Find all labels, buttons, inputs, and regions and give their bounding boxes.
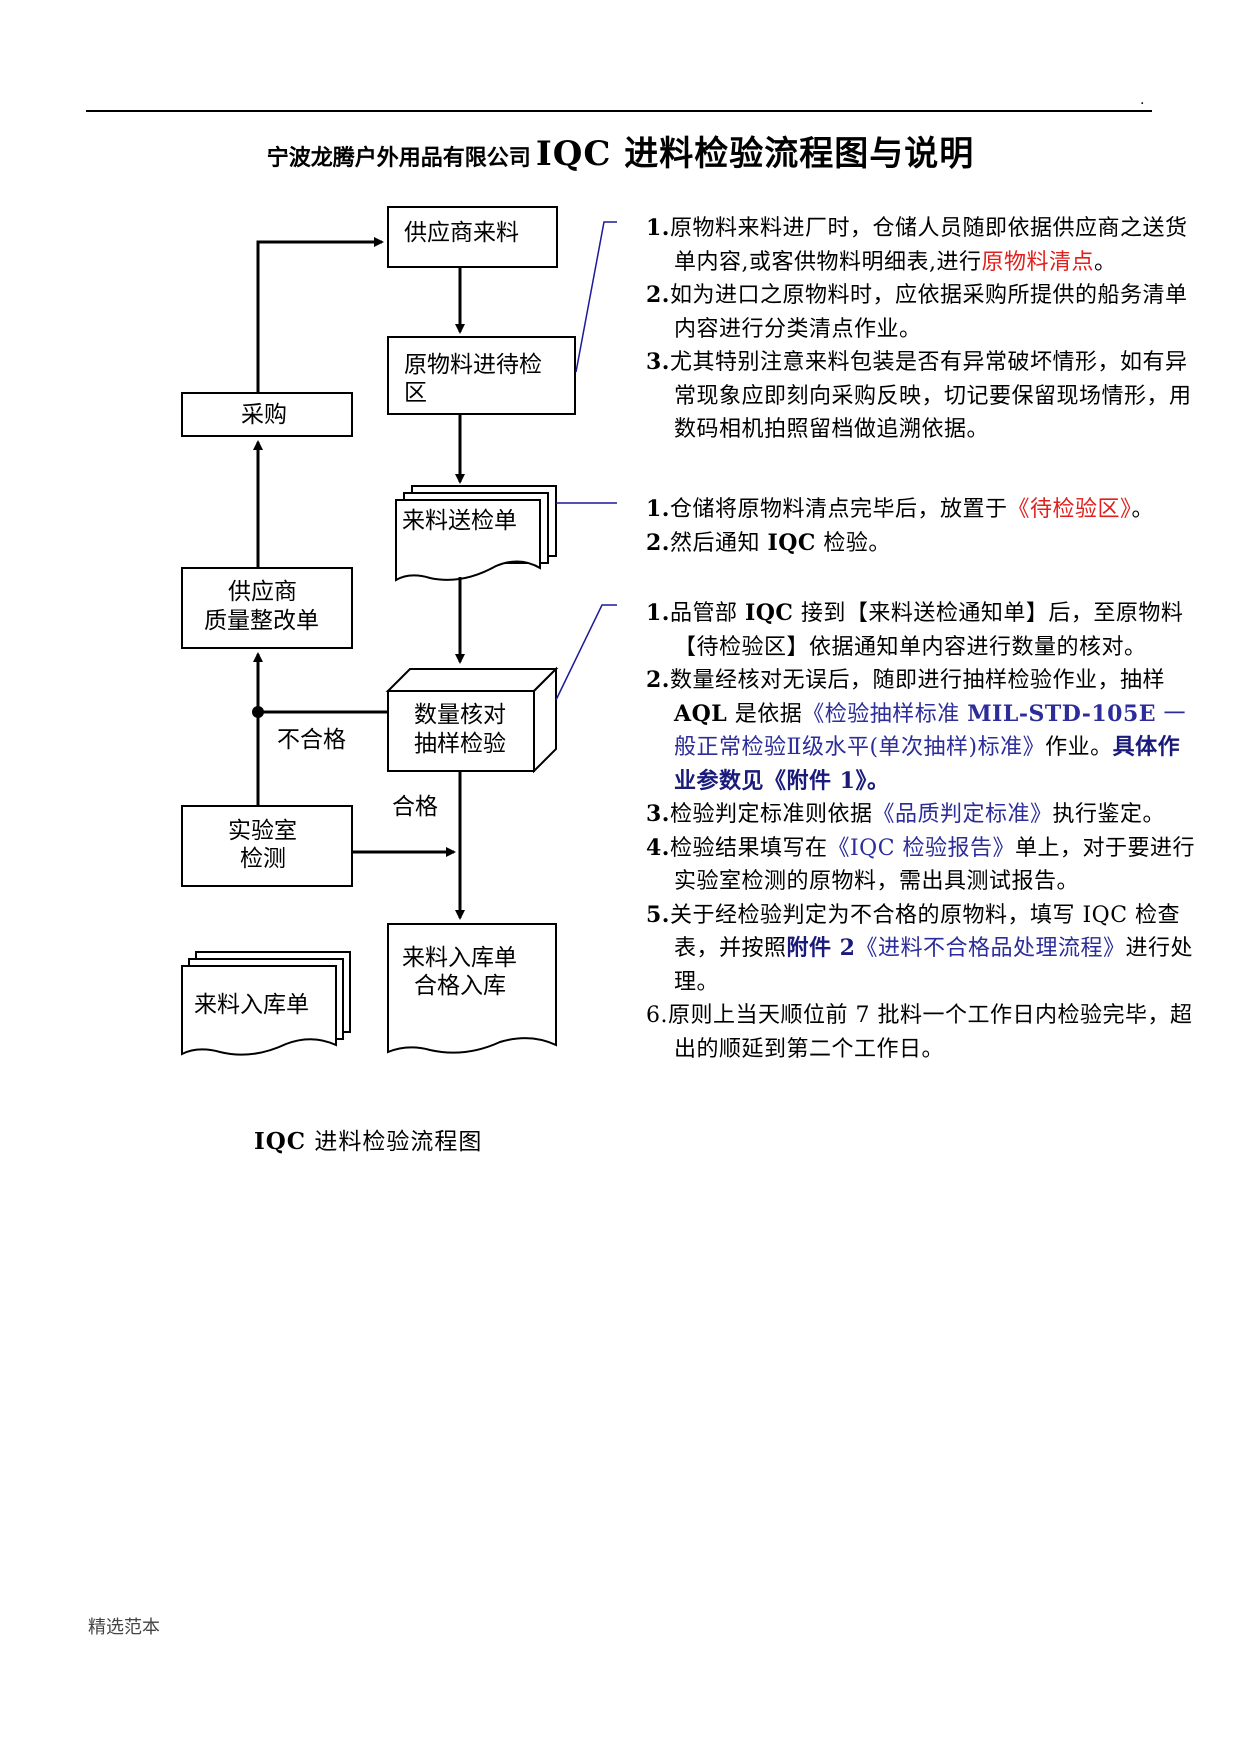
- lab-test-label-1: 实验室: [228, 818, 297, 844]
- arrow-purchase-to-supplier: [256, 237, 384, 393]
- page-footer: 精选范本: [88, 1617, 160, 1638]
- supplier-incoming-box: 供应商来料: [387, 206, 558, 268]
- list-item: 2.数量经核对无误后，随即进行抽样检验作业，抽样 AQL 是依据《检验抽样标准 …: [646, 667, 1187, 794]
- list-item: 6.原则上当天顺位前 7 批料一个工作日内检验完毕，超出的顺延到第二个工作日。: [646, 1003, 1193, 1062]
- list-item: 3.尤其特别注意来料包装是否有异常破坏情形，如有异常现象应即刻向采购反映，切记要…: [646, 349, 1192, 442]
- waiting-area-label-1: 原物料进待检: [404, 352, 542, 378]
- waiting-area-box: 原物料进待检 区: [387, 336, 576, 415]
- list-item: 5.关于经检验判定为不合格的原物料，填写 IQC 检查表，并按照附件 2《进料不…: [646, 901, 1194, 995]
- count-sampling-box: 数量核对 抽样检验: [385, 666, 559, 774]
- storage-qualified-label-2: 合格入库: [414, 973, 506, 999]
- waiting-area-label-2: 区: [404, 380, 427, 406]
- header-dot: .: [1140, 92, 1145, 108]
- lab-test-label-2: 检测: [240, 846, 286, 872]
- supplier-rectification-label-2: 质量整改单: [204, 608, 319, 634]
- annotation-bracket-3: [555, 604, 617, 701]
- inspection-sheet-label: 来料送检单: [402, 508, 517, 534]
- list-item: 1.仓储将原物料清点完毕后，放置于《待检验区》。: [646, 496, 1155, 522]
- header-rule: [86, 110, 1152, 112]
- page-title: 宁波龙腾户外用品有限公司 IQC 进料检验流程图与说明: [0, 126, 1241, 175]
- inspection-sheet-doc: 来料送检单: [395, 485, 557, 582]
- supplier-rectification-label-1: 供应商: [228, 579, 297, 605]
- storage-sheet-doc: 来料入库单: [181, 951, 351, 1056]
- description-section-3: 1.品管部 IQC 接到【来料送检通知单】后，至原物料【待检验区】依据通知单内容…: [646, 597, 1202, 1066]
- purchasing-label: 采购: [241, 402, 287, 428]
- list-item: 1.品管部 IQC 接到【来料送检通知单】后，至原物料【待检验区】依据通知单内容…: [646, 600, 1184, 660]
- count-sampling-label-2: 抽样检验: [414, 731, 506, 757]
- purchasing-box: 采购: [181, 392, 353, 437]
- annotation-bracket-1: [575, 221, 617, 373]
- list-item: 3.检验判定标准则依据《品质判定标准》执行鉴定。: [646, 801, 1166, 827]
- list-item: 2.如为进口之原物料时，应依据采购所提供的船务清单内容进行分类清点作业。: [646, 282, 1188, 342]
- list-item: 1.原物料来料进厂时，仓储人员随即依据供应商之送货单内容,或客供物料明细表,进行…: [646, 215, 1188, 275]
- lab-test-box: 实验室 检测: [181, 805, 353, 887]
- description-section-1: 1.原物料来料进厂时，仓储人员随即依据供应商之送货单内容,或客供物料明细表,进行…: [646, 212, 1202, 447]
- list-item: 4.检验结果填写在《IQC 检验报告》单上，对于要进行实验室检测的原物料，需出具…: [646, 834, 1196, 895]
- unqualified-label: 不合格: [277, 727, 346, 753]
- title-main: IQC 进料检验流程图与说明: [535, 134, 975, 174]
- storage-sheet-label: 来料入库单: [194, 992, 309, 1018]
- supplier-rectification-box: 供应商 质量整改单: [181, 567, 353, 649]
- supplier-incoming-label: 供应商来料: [404, 220, 519, 246]
- storage-qualified-doc: 来料入库单 合格入库: [387, 923, 557, 1054]
- storage-qualified-label-1: 来料入库单: [402, 945, 517, 971]
- qualified-label: 合格: [392, 794, 438, 820]
- description-section-2: 1.仓储将原物料清点完毕后，放置于《待检验区》。 2.然后通知 IQC 检验。: [646, 493, 1202, 560]
- flowchart-caption: IQC 进料检验流程图: [254, 1128, 483, 1155]
- count-sampling-label-1: 数量核对: [414, 702, 506, 728]
- list-item: 2.然后通知 IQC 检验。: [646, 529, 891, 556]
- company-name: 宁波龙腾户外用品有限公司: [266, 145, 531, 171]
